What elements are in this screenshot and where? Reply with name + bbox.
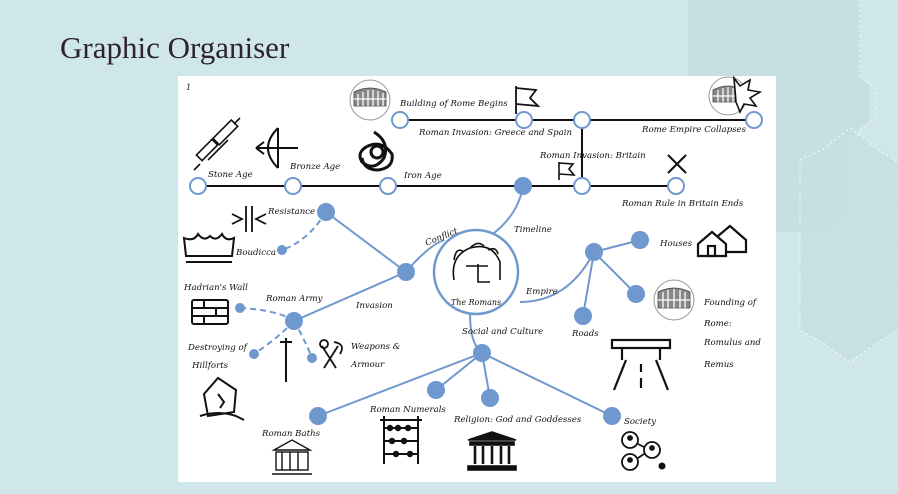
node-destroying[interactable] bbox=[249, 349, 259, 359]
node-society[interactable] bbox=[603, 407, 621, 425]
label-empire: Empire bbox=[525, 287, 558, 297]
colosseum-icon bbox=[349, 79, 391, 121]
timeline-node-bronze-age[interactable] bbox=[284, 177, 302, 195]
timeline-node-building-rome[interactable] bbox=[391, 111, 409, 129]
label-social: Social and Culture bbox=[462, 327, 543, 337]
link-society bbox=[481, 352, 613, 417]
label-timeline: Timeline bbox=[514, 225, 552, 235]
centre-label: The Romans bbox=[451, 298, 501, 307]
destroyed-hillfort-icon bbox=[199, 376, 245, 421]
node-roads[interactable] bbox=[574, 307, 592, 325]
colosseum-icon bbox=[653, 279, 695, 321]
node-social[interactable] bbox=[473, 344, 491, 362]
label-destroying-1: Destroying of bbox=[187, 343, 249, 353]
label-roads: Roads bbox=[571, 329, 599, 339]
label-hadrians-wall: Hadrian's Wall bbox=[183, 283, 248, 293]
roman-helmet-icon bbox=[452, 242, 501, 283]
road-icon bbox=[610, 338, 672, 391]
node-founding[interactable] bbox=[627, 285, 645, 303]
bath-house-icon bbox=[271, 439, 313, 475]
label-founding-3: Romulus and bbox=[703, 338, 761, 348]
label-rule-ends: Roman Rule in Britain Ends bbox=[621, 199, 744, 209]
link-numerals bbox=[435, 352, 483, 391]
timeline-node-rule-ends[interactable] bbox=[667, 177, 685, 195]
timeline-node-upper-mid[interactable] bbox=[573, 111, 591, 129]
label-iron-age: Iron Age bbox=[403, 171, 442, 181]
label-invasion: Invasion bbox=[355, 301, 393, 311]
timeline-node-greece-spain[interactable] bbox=[515, 111, 533, 129]
brick-wall-icon bbox=[191, 299, 229, 325]
label-founding-1: Founding of bbox=[703, 298, 758, 308]
abacus-icon bbox=[380, 416, 422, 464]
houses-icon bbox=[696, 224, 748, 258]
society-network-icon bbox=[621, 431, 666, 471]
node-weapons[interactable] bbox=[307, 353, 317, 363]
page-marker: 1 bbox=[186, 83, 191, 92]
temple-icon bbox=[467, 431, 517, 471]
label-religion: Religion: God and Goddesses bbox=[453, 415, 582, 425]
label-roman-army: Roman Army bbox=[265, 294, 323, 304]
bow-and-arrow-icon bbox=[255, 127, 298, 169]
label-rome-collapses: Rome Empire Collapses bbox=[641, 125, 747, 135]
link-founding bbox=[593, 251, 637, 295]
sword-icon bbox=[280, 338, 292, 382]
link-resistance bbox=[325, 211, 407, 273]
branch-empire bbox=[519, 251, 595, 303]
timeline-node-collapse[interactable] bbox=[745, 111, 763, 129]
node-roman-army[interactable] bbox=[285, 312, 303, 330]
label-houses: Houses bbox=[659, 239, 693, 249]
label-founding-4: Remus bbox=[703, 360, 734, 370]
flag-icon bbox=[558, 162, 576, 180]
label-society: Society bbox=[624, 417, 656, 427]
mind-map: 1 Stone Age Bronze Age Iron Age Building… bbox=[182, 76, 763, 475]
label-destroying-2: Hillforts bbox=[191, 361, 229, 371]
branch-timeline bbox=[489, 185, 524, 237]
label-resistance: Resistance bbox=[267, 207, 315, 217]
label-weapons-1: Weapons & bbox=[351, 342, 401, 352]
graphic-organiser-panel: 1 Stone Age Bronze Age Iron Age Building… bbox=[178, 76, 776, 482]
centre-node[interactable]: The Romans bbox=[432, 228, 520, 316]
link-roads bbox=[582, 251, 595, 317]
axe-and-mace-icon bbox=[319, 339, 343, 369]
node-numerals[interactable] bbox=[427, 381, 445, 399]
timeline-node-iron-age[interactable] bbox=[379, 177, 397, 195]
timeline-node-stone-age[interactable] bbox=[189, 177, 207, 195]
label-greece-spain: Roman Invasion: Greece and Spain bbox=[418, 128, 572, 138]
node-houses[interactable] bbox=[631, 231, 649, 249]
satellite-icon bbox=[193, 117, 241, 171]
label-building-rome: Building of Rome Begins bbox=[399, 99, 508, 109]
label-boudicca: Boudicca bbox=[235, 248, 276, 258]
label-founding-2: Rome: bbox=[703, 319, 732, 329]
node-empire[interactable] bbox=[585, 243, 603, 261]
label-roman-numerals: Roman Numerals bbox=[369, 405, 446, 415]
link-roman-army bbox=[293, 271, 407, 322]
crown-icon bbox=[182, 232, 236, 263]
compress-arrows-icon bbox=[231, 206, 267, 232]
label-bronze-age: Bronze Age bbox=[289, 162, 340, 172]
celtic-knot-icon bbox=[358, 130, 394, 172]
node-invasion[interactable] bbox=[397, 263, 415, 281]
node-resistance[interactable] bbox=[317, 203, 335, 221]
label-weapons-2: Armour bbox=[350, 360, 385, 370]
timeline-node-invasion-britain[interactable] bbox=[573, 177, 591, 195]
cross-icon bbox=[667, 154, 687, 174]
slide-title: Graphic Organiser bbox=[60, 30, 290, 65]
label-invasion-britain: Roman Invasion: Britain bbox=[539, 151, 646, 161]
flag-icon bbox=[515, 86, 541, 114]
colosseum-explosion-icon bbox=[708, 76, 763, 116]
label-stone-age: Stone Age bbox=[208, 170, 253, 180]
node-hadrians-wall[interactable] bbox=[235, 303, 245, 313]
node-boudicca[interactable] bbox=[277, 245, 287, 255]
node-religion[interactable] bbox=[481, 389, 499, 407]
link-baths bbox=[317, 352, 483, 417]
label-roman-baths: Roman Baths bbox=[261, 429, 321, 439]
node-baths[interactable] bbox=[309, 407, 327, 425]
